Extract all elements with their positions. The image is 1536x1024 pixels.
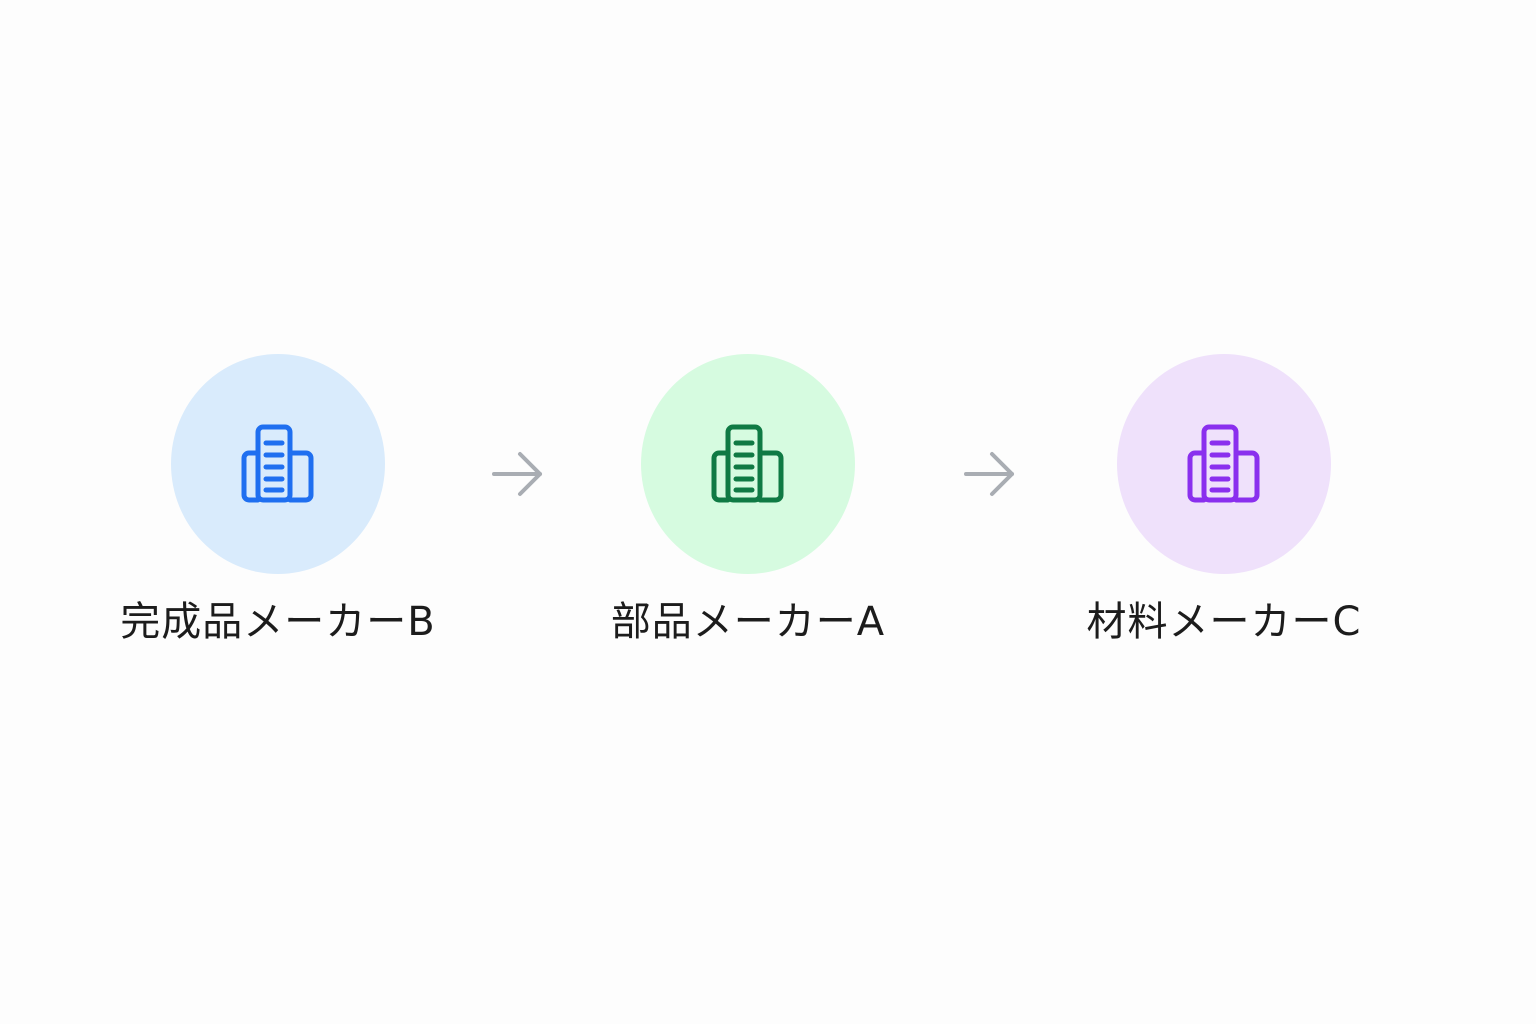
building-icon: [708, 424, 788, 504]
node-circle: [171, 354, 385, 574]
node-label: 完成品メーカーB: [120, 599, 436, 645]
node-label: 材料メーカーC: [1086, 599, 1362, 645]
arrow-right-icon: [962, 448, 1018, 500]
node-label: 部品メーカーA: [610, 599, 886, 645]
building-icon: [1184, 424, 1264, 504]
node-parts-maker: 部品メーカーA: [568, 354, 928, 646]
node-circle: [1117, 354, 1331, 574]
building-icon: [238, 424, 318, 504]
arrow-right-icon: [490, 448, 546, 500]
node-circle: [641, 354, 855, 574]
node-finished-goods-maker: 完成品メーカーB: [98, 354, 458, 646]
node-material-maker: 材料メーカーC: [1044, 354, 1404, 646]
